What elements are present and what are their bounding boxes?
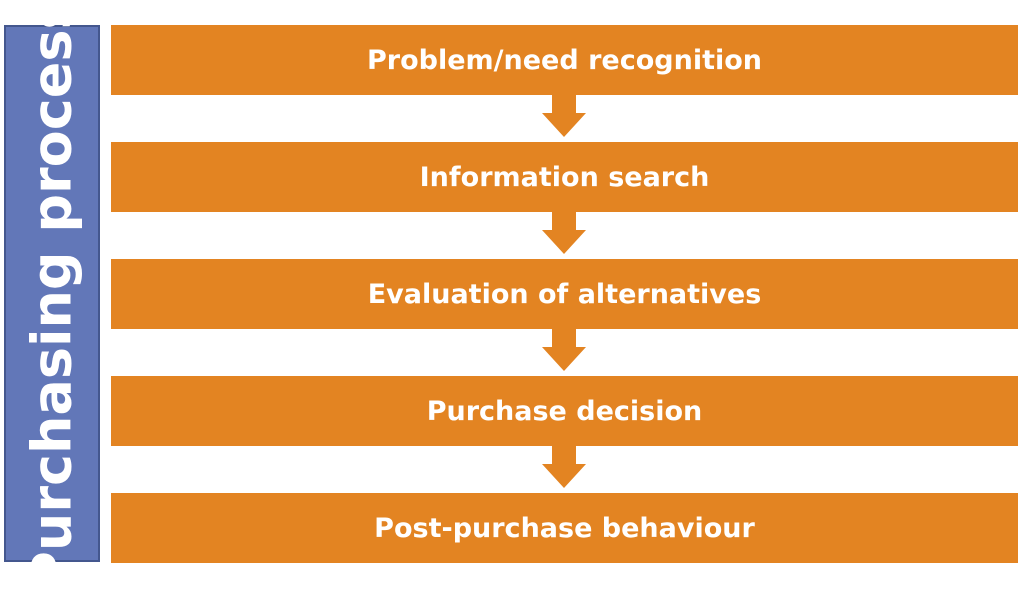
step-label: Problem/need recognition xyxy=(366,44,763,76)
down-arrow-icon xyxy=(542,95,586,137)
step-post-purchase-behaviour: Post-purchase behaviour xyxy=(111,493,1018,563)
step-purchase-decision: Purchase decision xyxy=(111,376,1018,446)
down-arrow-icon xyxy=(542,446,586,488)
process-title: Purchasing process xyxy=(20,0,84,591)
step-label: Purchase decision xyxy=(426,395,703,427)
down-arrow-icon xyxy=(542,329,586,371)
step-evaluation-of-alternatives: Evaluation of alternatives xyxy=(111,259,1018,329)
step-label: Evaluation of alternatives xyxy=(367,278,762,310)
step-information-search: Information search xyxy=(111,142,1018,212)
step-problem-recognition: Problem/need recognition xyxy=(111,25,1018,95)
process-title-box: Purchasing process xyxy=(4,0,100,590)
down-arrow-icon xyxy=(542,212,586,254)
step-label: Information search xyxy=(419,161,710,193)
step-label: Post-purchase behaviour xyxy=(374,512,755,544)
